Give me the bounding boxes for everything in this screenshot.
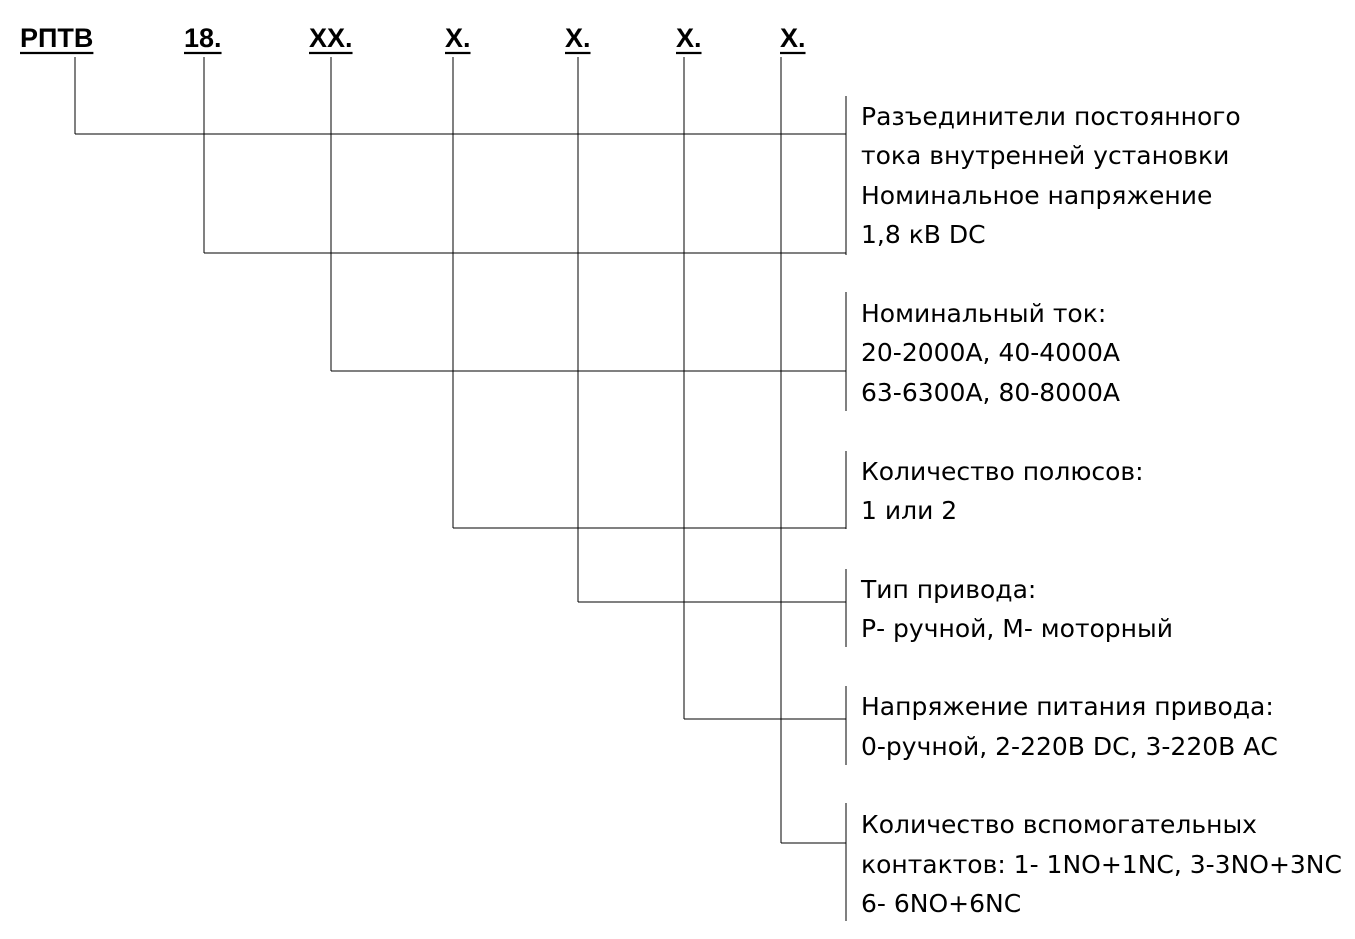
desc-drive-voltage-line-2: 0-ручной, 2-220В DC, 3-220В АС (861, 732, 1278, 761)
desc-drive-voltage-line-1: Напряжение питания привода: (861, 692, 1274, 721)
desc-drive-type: Тип привода: Р- ручной, М- моторный (860, 575, 1173, 643)
desc-switch-type-line-1: Разъединители постоянного (861, 102, 1241, 131)
code-part-drive-voltage: Х. (676, 23, 702, 53)
code-part-aux-contacts: Х. (780, 23, 806, 53)
desc-poles: Количество полюсов: 1 или 2 (861, 457, 1148, 525)
desc-switch-type: Разъединители постоянного тока внутренне… (861, 102, 1245, 170)
desc-rated-current-line-2: 20-2000А, 40-4000А (861, 338, 1120, 367)
desc-poles-line-1: Количество полюсов: (861, 457, 1144, 486)
code-part-series: РПТВ (20, 23, 93, 53)
desc-aux-contacts: Количество вспомогательных контактов: 1-… (861, 810, 1346, 918)
desc-rated-voltage-line-1: Номинальное напряжение (861, 181, 1212, 210)
desc-rated-current-line-3: 63-6300А, 80-8000А (861, 378, 1120, 407)
desc-aux-contacts-line-3: 6- 6NO+6NC (861, 889, 1021, 918)
code-part-poles: Х. (445, 23, 471, 53)
desc-rated-voltage: Номинальное напряжение 1,8 кВ DC (861, 181, 1216, 249)
code-part-current: ХХ. (309, 23, 353, 53)
desc-aux-contacts-line-2: контактов: 1- 1NO+1NC, 3-3NO+3NC (861, 850, 1342, 879)
desc-drive-voltage: Напряжение питания привода: 0-ручной, 2-… (861, 692, 1278, 761)
descriptions: Разъединители постоянного тока внутренне… (860, 102, 1346, 918)
desc-poles-line-2: 1 или 2 (861, 496, 957, 525)
connector-lines (74, 57, 847, 921)
desc-drive-type-line-2: Р- ручной, М- моторный (861, 614, 1173, 643)
code-part-drive-type: Х. (565, 23, 591, 53)
desc-rated-current-line-1: Номинальный ток: (861, 299, 1106, 328)
code-part-voltage: 18. (184, 23, 222, 53)
desc-switch-type-line-2: тока внутренней установки (861, 141, 1229, 170)
desc-aux-contacts-line-1: Количество вспомогательных (861, 810, 1257, 839)
desc-drive-type-line-1: Тип привода: (860, 575, 1036, 604)
code-row: РПТВ 18. ХХ. Х. Х. Х. Х. (20, 23, 806, 53)
desc-rated-voltage-line-2: 1,8 кВ DC (861, 220, 986, 249)
desc-rated-current: Номинальный ток: 20-2000А, 40-4000А 63-6… (861, 299, 1124, 407)
